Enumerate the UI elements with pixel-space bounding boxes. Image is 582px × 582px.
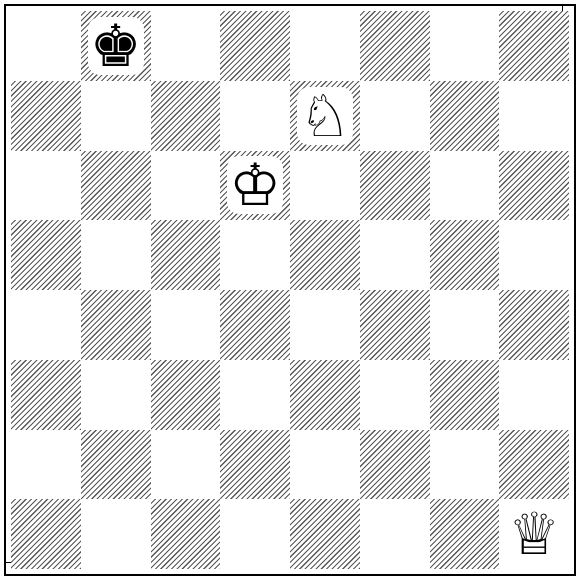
square-g8[interactable]: [430, 11, 500, 81]
square-c7[interactable]: [151, 81, 221, 151]
square-f2[interactable]: [360, 430, 430, 500]
square-a1[interactable]: [11, 499, 81, 569]
white-queen-icon[interactable]: ♕: [499, 499, 569, 569]
square-b2[interactable]: [81, 430, 151, 500]
white-queen-glyph: ♕: [506, 505, 562, 563]
black-king-glyph: ♚: [88, 17, 144, 75]
square-e1[interactable]: [290, 499, 360, 569]
square-b4[interactable]: [81, 290, 151, 360]
square-g3[interactable]: [430, 360, 500, 430]
square-b8[interactable]: ♚: [81, 11, 151, 81]
square-f4[interactable]: [360, 290, 430, 360]
square-a5[interactable]: [11, 220, 81, 290]
square-d3[interactable]: [220, 360, 290, 430]
square-e7[interactable]: ♘: [290, 81, 360, 151]
square-d6[interactable]: ♔: [220, 151, 290, 221]
square-c4[interactable]: [151, 290, 221, 360]
square-a6[interactable]: [11, 151, 81, 221]
square-c8[interactable]: [151, 11, 221, 81]
white-knight-glyph: ♘: [297, 87, 353, 145]
square-e2[interactable]: [290, 430, 360, 500]
square-d8[interactable]: [220, 11, 290, 81]
square-c6[interactable]: [151, 151, 221, 221]
square-c2[interactable]: [151, 430, 221, 500]
square-a2[interactable]: [11, 430, 81, 500]
square-g2[interactable]: [430, 430, 500, 500]
square-f7[interactable]: [360, 81, 430, 151]
square-h3[interactable]: [499, 360, 569, 430]
square-g6[interactable]: [430, 151, 500, 221]
square-b1[interactable]: [81, 499, 151, 569]
square-f5[interactable]: [360, 220, 430, 290]
square-f3[interactable]: [360, 360, 430, 430]
square-h4[interactable]: [499, 290, 569, 360]
square-g4[interactable]: [430, 290, 500, 360]
square-d5[interactable]: [220, 220, 290, 290]
square-a7[interactable]: [11, 81, 81, 151]
square-f1[interactable]: [360, 499, 430, 569]
chessboard: ♚ ♘♔ ♕: [11, 11, 569, 569]
white-knight-icon[interactable]: ♘: [290, 81, 360, 151]
square-a8[interactable]: [11, 11, 81, 81]
black-king-icon[interactable]: ♚: [81, 11, 151, 81]
square-h2[interactable]: [499, 430, 569, 500]
square-h7[interactable]: [499, 81, 569, 151]
square-c5[interactable]: [151, 220, 221, 290]
white-king-icon[interactable]: ♔: [220, 151, 290, 221]
square-g7[interactable]: [430, 81, 500, 151]
square-f8[interactable]: [360, 11, 430, 81]
square-g5[interactable]: [430, 220, 500, 290]
square-c1[interactable]: [151, 499, 221, 569]
square-b7[interactable]: [81, 81, 151, 151]
square-b6[interactable]: [81, 151, 151, 221]
square-h5[interactable]: [499, 220, 569, 290]
square-b5[interactable]: [81, 220, 151, 290]
square-f6[interactable]: [360, 151, 430, 221]
square-e5[interactable]: [290, 220, 360, 290]
square-d7[interactable]: [220, 81, 290, 151]
square-e4[interactable]: [290, 290, 360, 360]
square-d4[interactable]: [220, 290, 290, 360]
square-d1[interactable]: [220, 499, 290, 569]
square-h6[interactable]: [499, 151, 569, 221]
square-c3[interactable]: [151, 360, 221, 430]
square-a4[interactable]: [11, 290, 81, 360]
square-h1[interactable]: ♕: [499, 499, 569, 569]
square-h8[interactable]: [499, 11, 569, 81]
square-g1[interactable]: [430, 499, 500, 569]
white-king-glyph: ♔: [227, 156, 283, 214]
square-b3[interactable]: [81, 360, 151, 430]
square-a3[interactable]: [11, 360, 81, 430]
square-e6[interactable]: [290, 151, 360, 221]
square-e8[interactable]: [290, 11, 360, 81]
square-d2[interactable]: [220, 430, 290, 500]
square-e3[interactable]: [290, 360, 360, 430]
